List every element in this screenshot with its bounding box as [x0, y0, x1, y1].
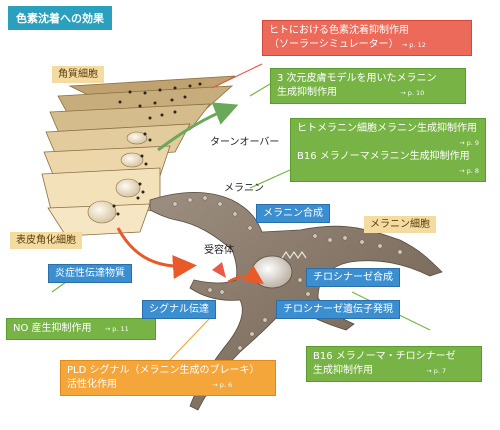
ref-p6: → p. 6 — [212, 381, 233, 389]
label-melanin-synthesis: メラニン合成 — [256, 204, 330, 223]
label-signal: シグナル伝達 — [142, 300, 216, 319]
box-b16-tyrosinase-line2: 生成抑制作用 — [313, 365, 373, 376]
box-skin-model-line2: 生成抑制作用 — [277, 87, 337, 98]
page-title: 色素沈着への効果 — [8, 6, 112, 30]
label-receptor: 受容体 — [204, 245, 234, 256]
ref-p11: → p. 11 — [104, 325, 129, 333]
label-melanin: メラニン — [224, 183, 264, 194]
label-melanocyte: メラニン細胞 — [364, 216, 436, 233]
box-human-melanocyte-line2: B16 メラノーマメラニン生成抑制作用 — [297, 151, 470, 162]
box-human-pigment: ヒトにおける色素沈着抑制作用 （ソーラーシミュレーター） → p. 12 — [262, 20, 472, 56]
ref-p8: → p. 8 — [459, 167, 479, 175]
box-no-production-line1: NO 産生抑制作用 — [13, 323, 92, 334]
box-pld-line1: PLD シグナル（メラニン生成のブレーキ） — [67, 365, 260, 376]
label-epidermal: 表皮角化細胞 — [10, 232, 82, 249]
label-inflammatory: 炎症性伝達物質 — [48, 264, 132, 283]
inflammatory-arrow — [116, 227, 197, 279]
box-skin-model-line1: 3 次元皮膚モデルを用いたメラニン — [277, 73, 437, 84]
ref-p12: → p. 12 — [401, 41, 426, 49]
keratinocyte-layers — [41, 75, 236, 237]
melanin-granules — [112, 82, 202, 216]
signal-arrow — [227, 265, 264, 284]
box-b16-tyrosinase: B16 メラノーマ・チロシナーゼ 生成抑制作用 → p. 7 — [306, 346, 482, 382]
box-skin-model: 3 次元皮膚モデルを用いたメラニン 生成抑制作用 → p. 10 — [270, 68, 466, 104]
box-human-melanocyte: ヒトメラニン細胞メラニン生成抑制作用 → p. 9 B16 メラノーマメラニン生… — [290, 118, 486, 182]
box-human-pigment-line2: （ソーラーシミュレーター） — [269, 39, 399, 50]
box-human-pigment-line1: ヒトにおける色素沈着抑制作用 — [269, 25, 409, 36]
ref-p7: → p. 7 — [426, 367, 447, 375]
box-b16-tyrosinase-line1: B16 メラノーマ・チロシナーゼ — [313, 351, 456, 362]
turnover-arrow — [157, 102, 239, 152]
ref-p10: → p. 10 — [400, 89, 425, 97]
label-turnover: ターンオーバー — [210, 137, 280, 148]
label-keratinocyte: 角質細胞 — [52, 66, 104, 83]
box-no-production: NO 産生抑制作用 → p. 11 — [6, 318, 156, 340]
ref-p9: → p. 9 — [459, 139, 479, 147]
label-tyrosinase-synthesis: チロシナーゼ合成 — [306, 268, 400, 287]
box-human-melanocyte-line1: ヒトメラニン細胞メラニン生成抑制作用 — [297, 123, 477, 134]
label-tyrosinase-gene: チロシナーゼ遺伝子発現 — [276, 300, 400, 319]
box-pld-line2: 活性化作用 — [67, 379, 117, 390]
box-pld: PLD シグナル（メラニン生成のブレーキ） 活性化作用 → p. 6 — [60, 360, 276, 396]
